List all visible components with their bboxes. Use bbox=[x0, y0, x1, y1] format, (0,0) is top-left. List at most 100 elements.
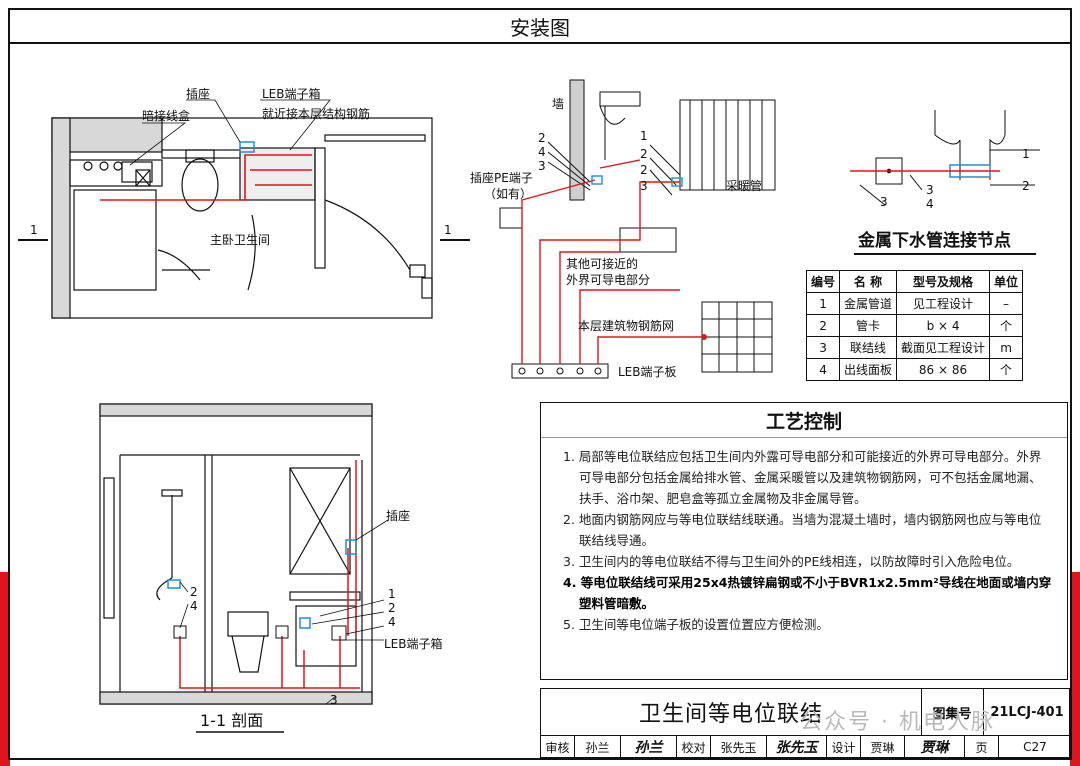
plan-bond-lines bbox=[100, 154, 312, 201]
parts-table-header: 编号 名 称 型号及规格 单位 bbox=[805, 270, 1024, 293]
table-row: 1 金属管道 见工程设计 – bbox=[805, 292, 1024, 315]
plan-leb-note: 就近接本层结构钢筋 bbox=[262, 106, 370, 121]
cell-no: 3 bbox=[805, 336, 841, 359]
parts-table: 编号 名 称 型号及规格 单位 1 金属管道 见工程设计 – 2 管卡 b × … bbox=[805, 270, 1024, 381]
shower-clamp-icon bbox=[167, 579, 181, 589]
cell-spec: 截面见工程设计 bbox=[896, 336, 991, 359]
process-item-2: 2. 地面内钢筋网应与等电位联结线联通。当墙为混凝土墙时，墙内钢筋网也应与等电位… bbox=[563, 512, 1042, 548]
schematic-bond-lines bbox=[521, 159, 702, 364]
cell-name: 出线面板 bbox=[839, 358, 898, 381]
reviewer-signature: 孙兰 bbox=[621, 735, 677, 759]
conductive-parts-label-2: 外界可导电部分 bbox=[566, 272, 650, 287]
process-item-5: 5. 卫生间等电位端子板的设置位置应方便检测。 bbox=[563, 617, 829, 632]
plan-concealed-box-label: 暗接线盒 bbox=[142, 108, 190, 123]
cell-no: 4 bbox=[805, 358, 841, 381]
schem-num-5: 2 bbox=[640, 147, 648, 161]
plan-room-label: 主卧卫生间 bbox=[210, 233, 270, 247]
node-num-2: 2 bbox=[1022, 179, 1030, 193]
node-num-3: 3 bbox=[880, 195, 888, 209]
plan-socket-label: 插座 bbox=[186, 86, 210, 101]
heating-clamp-icon bbox=[671, 177, 683, 187]
table-row: 4 出线面板 86 × 86 个 bbox=[805, 358, 1024, 381]
cell-name: 联结线 bbox=[839, 336, 898, 359]
signature-row: 审核 孙兰 孙兰 校对 张先玉 张先玉 设计 贾琳 贾琳 页 C27 bbox=[541, 735, 1071, 759]
process-title: 工艺控制 bbox=[541, 403, 1067, 438]
section-leb-box-label: LEB端子箱 bbox=[384, 636, 443, 651]
cell-name: 管卡 bbox=[839, 314, 898, 337]
left-red-band bbox=[0, 572, 10, 766]
designer-signature: 贾琳 bbox=[905, 735, 965, 759]
rebar-mesh-label: 本层建筑物钢筋网 bbox=[578, 318, 674, 333]
watermark: 公众号 · 机电人脉 bbox=[800, 710, 995, 735]
section-num-4b: 4 bbox=[190, 599, 198, 613]
section-caption: 1-1 剖面 bbox=[200, 711, 263, 730]
col-unit: 单位 bbox=[989, 270, 1024, 293]
process-item-1: 1. 局部等电位联结应包括卫生间内外露可导电部分和可能接近的外界可导电部分。外界… bbox=[563, 449, 1042, 506]
section-socket-label: 插座 bbox=[386, 508, 410, 523]
process-item-4: 4. 等电位联结线可采用25x4热镀锌扁钢或不小于BVR1x2.5mm²导线在地… bbox=[563, 575, 1052, 611]
pe-terminal-note: （如有） bbox=[484, 186, 532, 201]
schematic bbox=[499, 79, 776, 379]
table-row: 3 联结线 截面见工程设计 m bbox=[805, 336, 1024, 359]
cell-unit: 个 bbox=[989, 358, 1024, 381]
cut-mark-right: 1 bbox=[444, 223, 452, 237]
cell-spec: 见工程设计 bbox=[896, 292, 991, 315]
pe-terminal-label: 插座PE端子 bbox=[470, 170, 533, 185]
cell-spec: b × 4 bbox=[896, 314, 991, 337]
checker-name: 张先玉 bbox=[711, 735, 767, 759]
leb-board-label: LEB端子板 bbox=[618, 365, 677, 379]
sheet-title: 安装图 bbox=[10, 10, 1070, 44]
right-red-band bbox=[1070, 572, 1080, 766]
section-num-2: 2 bbox=[388, 601, 396, 615]
reviewer-name: 孙兰 bbox=[575, 735, 621, 759]
col-name: 名 称 bbox=[839, 270, 898, 293]
schem-num-2: 4 bbox=[538, 145, 546, 159]
rebar-bond-point bbox=[701, 334, 707, 340]
title-block: 卫生间等电位联结 图集号 21LCJ-401 审核 孙兰 孙兰 校对 张先玉 张… bbox=[540, 688, 1071, 759]
atlas-label: 图集号 bbox=[921, 689, 984, 736]
conductive-parts-label-1: 其他可接近的 bbox=[566, 256, 638, 271]
section-socket-icon bbox=[345, 539, 357, 555]
cell-no: 2 bbox=[805, 314, 841, 337]
section-num-4: 4 bbox=[388, 615, 396, 629]
section-num-3: 3 bbox=[330, 693, 338, 707]
section-num-2b: 2 bbox=[190, 585, 198, 599]
node-detail bbox=[859, 110, 1040, 206]
page-label: 页 bbox=[965, 735, 999, 759]
design-label: 设计 bbox=[827, 735, 861, 759]
bathroom-plan bbox=[51, 117, 433, 319]
cell-spec: 86 × 86 bbox=[896, 358, 991, 381]
section-num-1: 1 bbox=[388, 587, 396, 601]
section-view bbox=[99, 403, 373, 705]
checker-signature: 张先玉 bbox=[767, 735, 827, 759]
col-no: 编号 bbox=[805, 270, 841, 293]
cell-no: 1 bbox=[805, 292, 841, 315]
node-title: 金属下水管连接节点 bbox=[857, 230, 1011, 251]
plan-socket-icon bbox=[239, 141, 255, 153]
node-num-4: 4 bbox=[926, 197, 934, 211]
section-leb-box-icon bbox=[331, 625, 347, 641]
process-control-panel: 工艺控制 1. 局部等电位联结应包括卫生间内外露可导电部分和可能接近的外界可导电… bbox=[540, 402, 1068, 680]
heating-pipe-label: 采暖管 bbox=[726, 178, 762, 193]
col-spec: 型号及规格 bbox=[896, 270, 991, 293]
review-label: 审核 bbox=[541, 735, 575, 759]
schem-num-3: 3 bbox=[538, 159, 546, 173]
node-num-3b: 3 bbox=[926, 183, 934, 197]
check-label: 校对 bbox=[677, 735, 711, 759]
node-num-1: 1 bbox=[1022, 147, 1030, 161]
schem-num-4: 1 bbox=[640, 129, 648, 143]
cut-mark-left: 1 bbox=[30, 223, 38, 237]
cell-unit: 个 bbox=[989, 314, 1024, 337]
section-clamp-icon bbox=[299, 617, 311, 629]
section-panel-icon bbox=[173, 625, 187, 639]
schem-num-7: 3 bbox=[640, 179, 648, 193]
atlas-number: 21LCJ-401 bbox=[983, 689, 1071, 736]
clamp-icon bbox=[591, 175, 603, 185]
drawing-name: 卫生间等电位联结 bbox=[541, 689, 922, 736]
plan-leaders bbox=[129, 99, 331, 166]
designer-name: 贾琳 bbox=[861, 735, 905, 759]
cell-unit: – bbox=[989, 292, 1024, 315]
cell-unit: m bbox=[989, 336, 1024, 359]
wall-label: 墙 bbox=[552, 97, 564, 111]
